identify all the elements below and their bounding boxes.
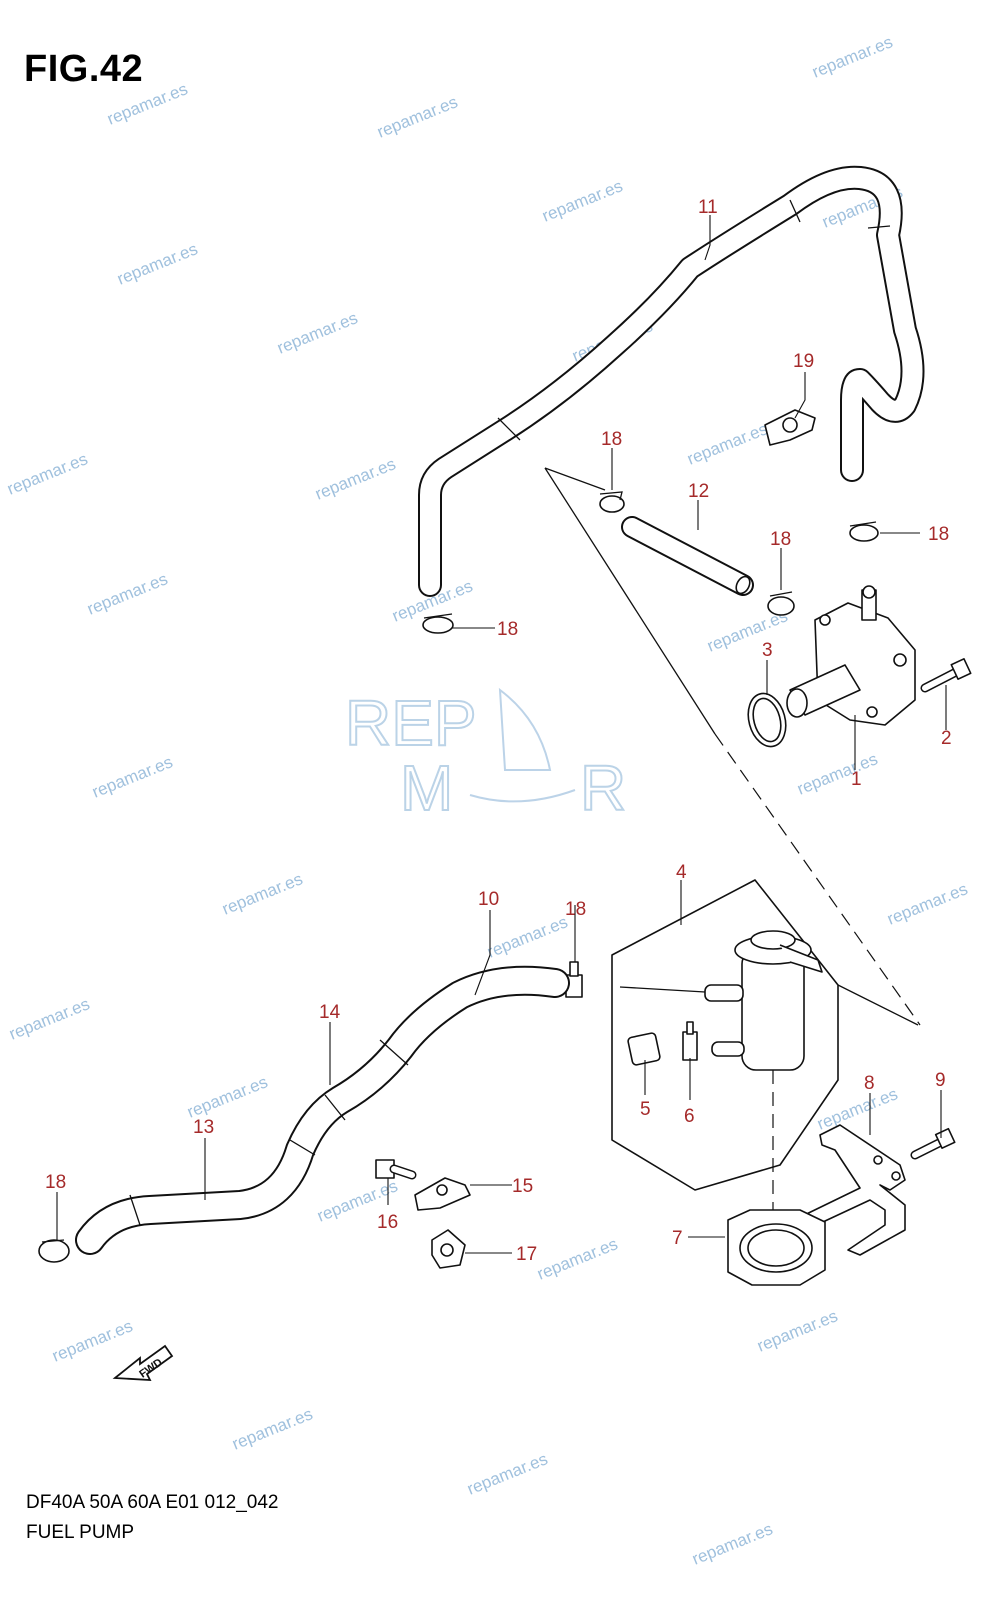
hose-clamp-18-a[interactable]	[599, 491, 625, 513]
watermark-text: repamar.es	[312, 454, 398, 503]
fwd-arrow-icon: FWD	[112, 1344, 174, 1381]
callout-14: 14	[319, 1002, 341, 1023]
callout-4: 4	[676, 862, 687, 883]
callout-18: 18	[565, 899, 586, 920]
callout-labels: 11 19 18 12 18 18 18 3 2 1 4 10 18 14 13…	[45, 197, 952, 1265]
watermark-text: repamar.es	[4, 449, 90, 498]
sail-logo-icon	[498, 687, 552, 771]
guide-line	[837, 984, 919, 1026]
watermark-text: repamar.es	[754, 1306, 840, 1355]
leader-lines	[56, 215, 947, 1254]
callout-18: 18	[928, 524, 949, 545]
watermark-layer: repamar.es repamar.es repamar.es repamar…	[4, 32, 970, 1568]
watermark-text: repamar.es	[89, 752, 175, 801]
clip-17[interactable]	[431, 1229, 466, 1269]
watermark-text: repamar.es	[229, 1404, 315, 1453]
callout-13: 13	[193, 1117, 214, 1138]
callout-18: 18	[770, 529, 791, 550]
clip-19[interactable]	[764, 409, 816, 446]
callout-11: 11	[698, 197, 718, 218]
bracket-15[interactable]	[414, 1177, 471, 1211]
watermark-text: repamar.es	[539, 176, 625, 225]
callout-18: 18	[497, 619, 518, 640]
fuel-pump-1[interactable]	[786, 585, 916, 726]
bolt-2[interactable]	[920, 657, 972, 693]
fuel-filter-body[interactable]	[619, 930, 823, 1215]
callout-5: 5	[640, 1099, 651, 1120]
watermark-text: repamar.es	[464, 1449, 550, 1498]
watermark-text: repamar.es	[374, 92, 460, 141]
hose-clamp-18-b[interactable]	[767, 591, 795, 616]
guide-line-dashed	[714, 733, 921, 1026]
callout-17: 17	[516, 1244, 537, 1265]
o-ring-3[interactable]	[743, 689, 792, 750]
watermark-text: repamar.es	[794, 749, 880, 798]
figure-title: FIG.42	[24, 48, 144, 90]
callout-2: 2	[941, 728, 952, 749]
callout-18: 18	[601, 429, 622, 450]
logo-text-rep: REP	[345, 687, 477, 759]
callout-1: 1	[851, 769, 862, 790]
figure-name: FUEL PUMP	[26, 1522, 135, 1543]
hose-clamp-18-c[interactable]	[849, 521, 879, 542]
watermark-text: repamar.es	[219, 869, 305, 918]
logo-text-r: R	[580, 752, 626, 824]
filter-cap-5[interactable]	[627, 1032, 661, 1066]
watermark-text: repamar.es	[684, 419, 770, 468]
guide-line	[544, 467, 716, 735]
watermark-text: repamar.es	[104, 79, 190, 128]
callout-6: 6	[684, 1106, 695, 1127]
hose-clamp-18-d[interactable]	[422, 613, 454, 634]
hose-11[interactable]	[418, 165, 925, 597]
watermark-text: repamar.es	[484, 912, 570, 961]
hose-clamp-18-f[interactable]	[38, 1239, 70, 1263]
callout-10: 10	[478, 889, 499, 910]
callout-9: 9	[935, 1070, 946, 1091]
watermark-text: repamar.es	[184, 1072, 270, 1121]
hose-clamp-18-e[interactable]	[565, 961, 583, 998]
callout-3: 3	[762, 640, 773, 661]
filter-clamp-7[interactable]	[727, 1209, 826, 1286]
callout-16: 16	[377, 1212, 398, 1233]
watermark-text: repamar.es	[114, 239, 200, 288]
hose-12[interactable]	[621, 516, 754, 596]
guide-line	[544, 467, 606, 491]
watermark-text: repamar.es	[6, 994, 92, 1043]
callout-15: 15	[512, 1176, 533, 1197]
hose-10-14-13[interactable]	[75, 965, 570, 1255]
repamar-logo-watermark: REP M R	[344, 686, 627, 825]
watermark-text: repamar.es	[534, 1234, 620, 1283]
logo-text-m: M	[400, 752, 453, 824]
bolt-16[interactable]	[375, 1159, 417, 1180]
callout-7: 7	[672, 1228, 683, 1249]
watermark-text: repamar.es	[809, 32, 895, 81]
wave-logo-icon	[469, 789, 576, 803]
watermark-text: repamar.es	[274, 308, 360, 357]
callout-12: 12	[688, 481, 709, 502]
watermark-text: repamar.es	[689, 1519, 775, 1568]
callout-8: 8	[864, 1073, 875, 1094]
figure-code: DF40A 50A 60A E01 012_042	[26, 1492, 279, 1513]
callout-18: 18	[45, 1172, 66, 1193]
callout-19: 19	[793, 351, 814, 372]
watermark-text: repamar.es	[84, 569, 170, 618]
watermark-text: repamar.es	[884, 879, 970, 928]
bolt-9[interactable]	[910, 1127, 956, 1160]
watermark-text: repamar.es	[49, 1316, 135, 1365]
clip-6[interactable]	[682, 1021, 698, 1061]
